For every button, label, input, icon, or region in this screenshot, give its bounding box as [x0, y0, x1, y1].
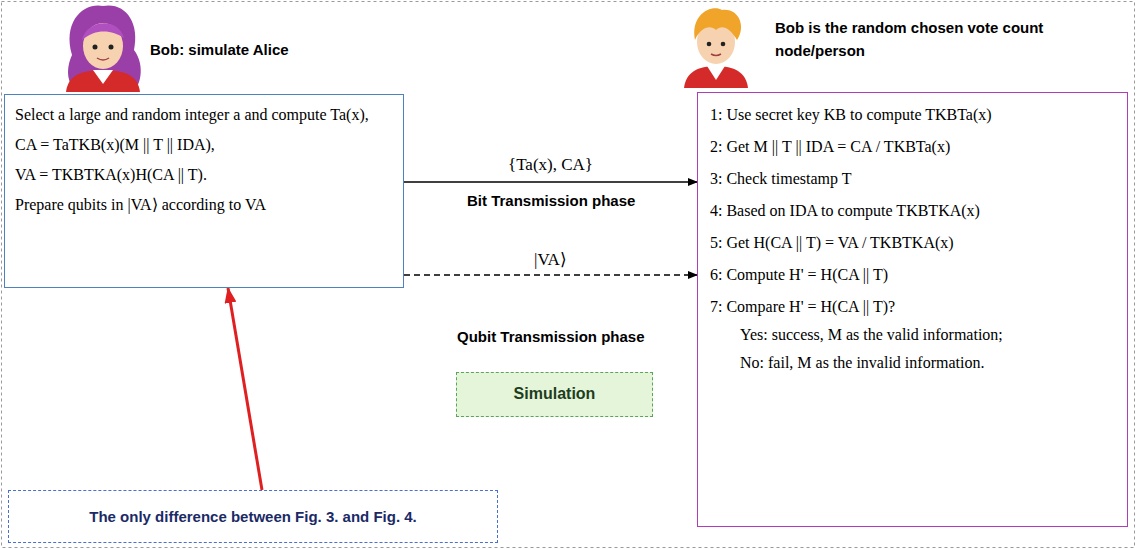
box-text: 7: Compare H' = H(CA || T)? [710, 295, 1115, 319]
box-text: 3: Check timestamp T [710, 167, 1115, 191]
box-text: Prepare qubits in |VA⟩ according to VA [15, 193, 393, 217]
note-box: The only difference between Fig. 3. and … [8, 490, 498, 543]
bit-arrow [404, 181, 697, 183]
alice-avatar [66, 5, 141, 92]
qubit-arrow [404, 274, 697, 276]
box-text: 1: Use secret key KB to compute TKBTa(x) [710, 103, 1115, 127]
edge-label: {Ta(x), CA} [504, 155, 597, 175]
box-text: Yes: success, M as the valid information… [710, 323, 1115, 347]
box-text: The only difference between Fig. 3. and … [17, 505, 489, 528]
box-text: Simulation [463, 382, 646, 407]
bob-avatar [684, 8, 748, 88]
box-text: No: fail, M as the invalid information. [710, 351, 1115, 375]
sender-box: Select a large and random integer a and … [4, 94, 404, 288]
receiver-box: 1: Use secret key KB to compute TKBTa(x)… [697, 92, 1128, 527]
receiver-heading: Bob is the random chosen vote count node… [775, 16, 1075, 63]
box-text: 5: Get H(CA || T) = VA / TKBTKA(x) [710, 231, 1115, 255]
phase-label: Bit Transmission phase [467, 192, 635, 209]
box-text: 2: Get M || T || IDA = CA / TKBTa(x) [710, 135, 1115, 159]
simulation-box: Simulation [456, 372, 653, 417]
box-text: Select a large and random integer a and … [15, 103, 393, 127]
box-text: CA = TaTKB(x)(M || T || IDA), [15, 133, 393, 157]
pointer-arrow [228, 288, 262, 490]
phase-label: Qubit Transmission phase [457, 328, 645, 345]
box-text: VA = TKBTKA(x)H(CA || T). [15, 163, 393, 187]
edge-label: |VA⟩ [530, 249, 571, 270]
box-text: 6: Compute H' = H(CA || T) [710, 263, 1115, 287]
sender-heading: Bob: simulate Alice [150, 38, 410, 61]
box-text: 4: Based on IDA to compute TKBTKA(x) [710, 199, 1115, 223]
